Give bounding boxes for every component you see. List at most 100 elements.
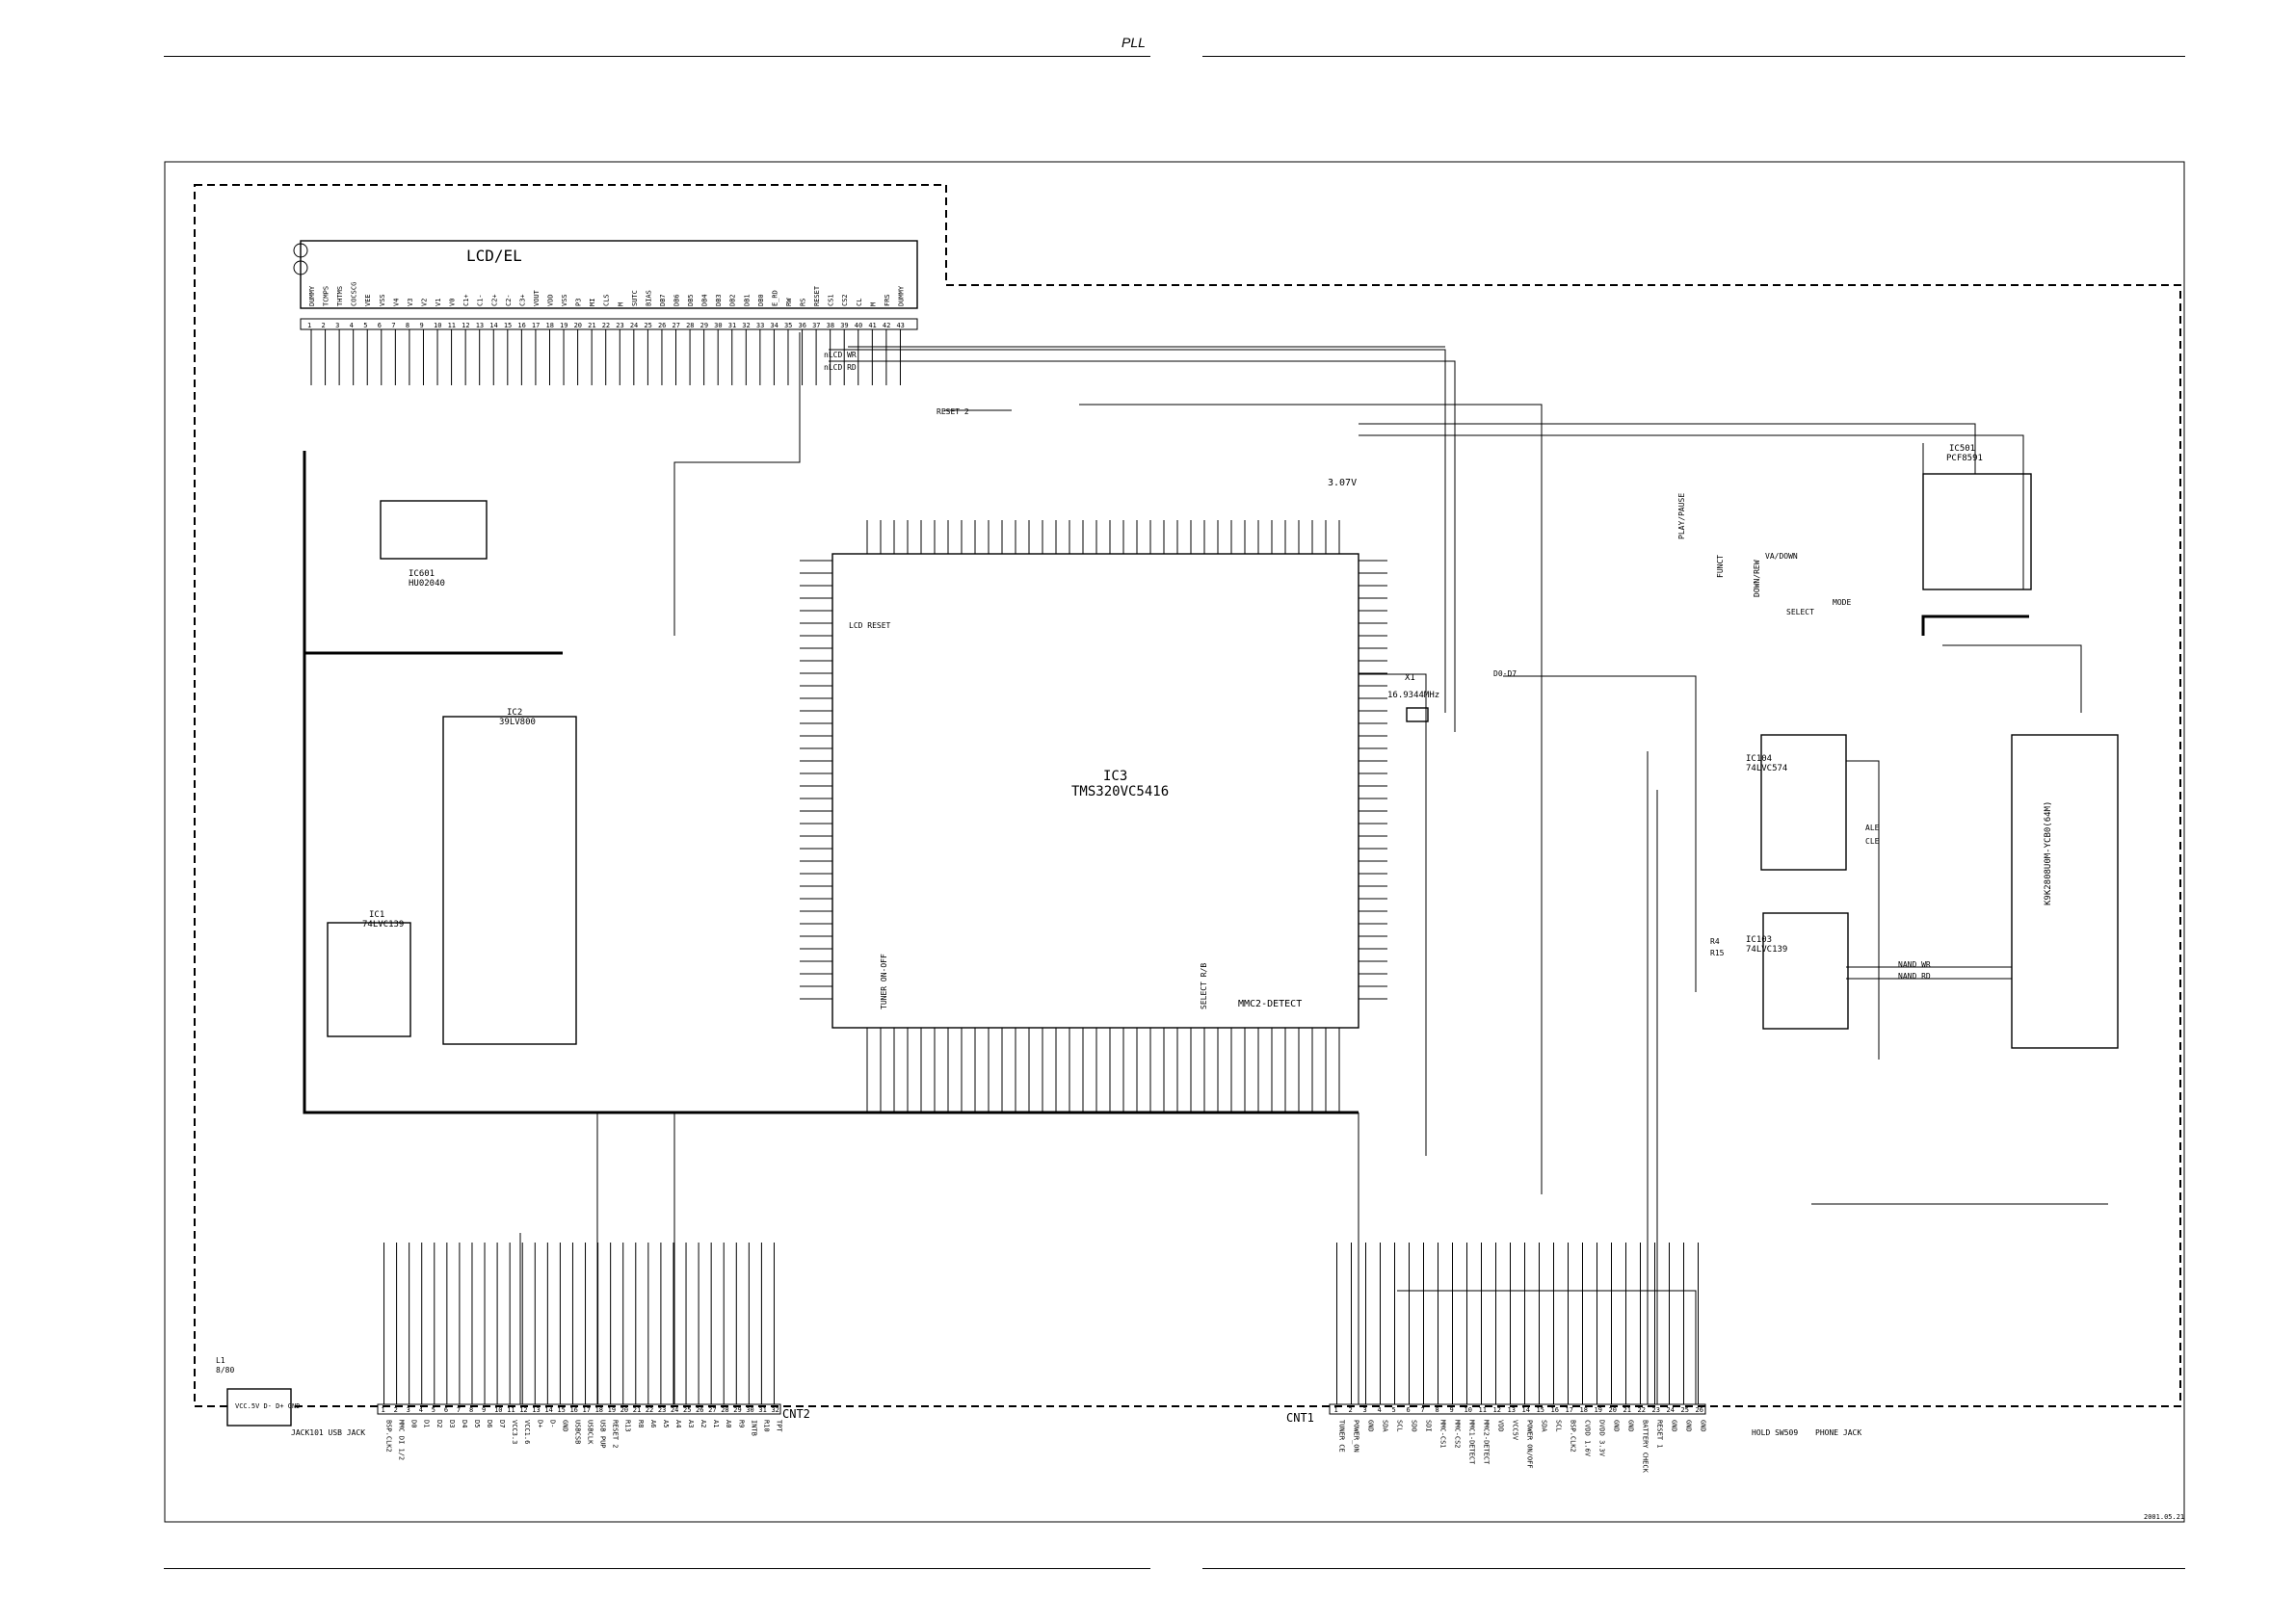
connector-pin-label: VCC1.6: [523, 1420, 531, 1444]
lcd-pin-number: 35: [784, 322, 792, 329]
connector-pin-number: 24: [671, 1406, 678, 1414]
ic103-decoder: IC103 74LVC139: [1746, 912, 1849, 1030]
connector-pin-number: 11: [1479, 1406, 1487, 1414]
connector-pin-number: 17: [583, 1406, 591, 1414]
connector-pin-number: 29: [733, 1406, 741, 1414]
lcd-pin-number: 15: [504, 322, 512, 329]
ic103-ref: IC103: [1746, 935, 1772, 945]
bus-wiring: [519, 332, 2108, 1404]
connector-pin-number: 21: [633, 1406, 641, 1414]
connector-pin-label: GND: [1685, 1420, 1693, 1432]
connector-pin-number: 21: [1623, 1406, 1631, 1414]
connector-pin-label: D6: [486, 1420, 493, 1427]
page-header-title: PLL: [1122, 35, 1146, 50]
lcd-pin-number: 25: [644, 322, 651, 329]
connector-pin-number: 10: [494, 1406, 502, 1414]
lcd-pin-label: DB2: [729, 294, 737, 306]
lcd-reset-label: LCD RESET: [849, 621, 891, 630]
ic2-flash: IC2 39LV800: [442, 708, 577, 1045]
l1-value: 8/80: [216, 1366, 234, 1374]
usb-jack: VCC.5V D- D+ GND JACK101 USB JACK L1 8/8…: [216, 1356, 365, 1437]
connector-pin-number: 1: [382, 1406, 385, 1414]
lcd-pin-label: M: [617, 302, 624, 306]
lcd-pin-number: 1: [307, 322, 311, 329]
lcd-pin-number: 20: [574, 322, 582, 329]
ic104-latch: IC104 74LVC574: [1746, 734, 1847, 871]
tuner-label: TUNER ON-OFF: [880, 954, 888, 1009]
connector-pin-label: A4: [674, 1420, 682, 1427]
connector-pin-label: A2: [699, 1420, 707, 1427]
lcd-pin-number: 6: [378, 322, 382, 329]
lcd-pin-label: VDD: [546, 294, 554, 306]
ic1-decoder: IC1 74LVC139: [327, 910, 411, 1037]
lcd-pin-number: 32: [742, 322, 750, 329]
connector-pin-number: 14: [1522, 1406, 1530, 1414]
lcd-pin-number: 18: [545, 322, 553, 329]
sw-va-down: VA/DOWN: [1765, 552, 1798, 561]
connector-pin-number: 10: [1465, 1406, 1472, 1414]
connector-pin-number: 19: [1595, 1406, 1602, 1414]
connector-pin-number: 17: [1566, 1406, 1573, 1414]
lcd-pin-number: 5: [363, 322, 367, 329]
switch-labels: PLAY/PAUSE VA/DOWN FUNCT DOWN/REW SELECT…: [1677, 493, 1861, 1437]
lcd-pin-number: 27: [673, 322, 680, 329]
connector-pin-number: 5: [1392, 1406, 1396, 1414]
lcd-pin-label: FRS: [884, 294, 891, 306]
ic501-ref: IC501: [1949, 444, 1975, 454]
connector-pin-label: MMC1-DETECT: [1468, 1420, 1476, 1465]
lcd-pin-label: VSS: [561, 294, 568, 306]
connector-pin-label: R10: [762, 1420, 770, 1432]
lcd-pin-number: 10: [434, 322, 441, 329]
connector-pin-label: GND: [1700, 1420, 1707, 1432]
connector-pin-number: 2: [394, 1406, 398, 1414]
connector-pin-number: 16: [569, 1406, 577, 1414]
connector-pin-label: GND: [1613, 1420, 1621, 1432]
nand-flash-chip: K9K2808U0M-YCB0(64M): [2011, 734, 2119, 1049]
connector-pin-number: 4: [419, 1406, 423, 1414]
lcd-pin-number: 37: [812, 322, 820, 329]
connector-pin-label: BSP.CLK2: [1570, 1420, 1577, 1453]
sw-play-pause: PLAY/PAUSE: [1677, 493, 1686, 539]
reset2-label: RESET 2: [937, 407, 969, 416]
connector-pin-number: 25: [683, 1406, 691, 1414]
lcd-pin-number: 11: [448, 322, 456, 329]
lcd-rd-label: nLCD RD: [824, 363, 857, 372]
connector-pin-number: 7: [1421, 1406, 1425, 1414]
lcd-pin-label: CL: [856, 299, 863, 306]
lcd-pin-number: 40: [855, 322, 862, 329]
connector-pin-label: DVDD 3.3V: [1598, 1420, 1606, 1457]
connector-pin-label: RESET 2: [612, 1420, 620, 1449]
l1-ref: L1: [216, 1356, 225, 1365]
ic103-part: 74LVC139: [1746, 945, 1787, 955]
lcd-pin-label: RS: [800, 299, 807, 306]
connector-pin-label: GND: [561, 1420, 568, 1432]
lcd-pin-number: 33: [756, 322, 764, 329]
connector-pin-number: 18: [595, 1406, 603, 1414]
ic601-osc: IC601 HU02040: [380, 500, 488, 589]
connector-pin-number: 8: [1436, 1406, 1439, 1414]
connector-pin-number: 26: [1696, 1406, 1703, 1414]
lcd-pin-number: 14: [489, 322, 497, 329]
lcd-pin-number: 8: [406, 322, 409, 329]
r4-label: R4: [1710, 937, 1720, 946]
lcd-pin-label: CLS: [603, 294, 611, 306]
connector-pin-label: SDO: [1411, 1420, 1418, 1432]
connector-pin-number: 6: [444, 1406, 448, 1414]
connector-pin-label: SDA: [1541, 1420, 1548, 1432]
lcd-pin-label: V1: [435, 299, 442, 306]
lcd-pin-label: DB5: [687, 294, 695, 306]
lcd-pin-label: COCSCG: [351, 282, 358, 306]
lcd-pin-label: DB4: [701, 294, 709, 306]
connector-pin-label: R9: [737, 1420, 745, 1427]
lcd-pin-label: DUMMY: [308, 285, 316, 306]
connector-pin-label: R8: [637, 1420, 645, 1427]
connector-pin-label: SCL: [1555, 1420, 1563, 1432]
connector-pin-label: A6: [649, 1420, 657, 1427]
x1-value: 16.9344MHz: [1387, 691, 1439, 700]
ic601-part: HU02040: [409, 579, 445, 589]
ic3-ref: IC3: [1103, 769, 1127, 784]
connector-pin-number: 12: [1493, 1406, 1501, 1414]
r15-label: R15: [1710, 949, 1725, 957]
lcd-pin-label: VEE: [364, 294, 372, 306]
lcd-pin-number: 2: [322, 322, 326, 329]
